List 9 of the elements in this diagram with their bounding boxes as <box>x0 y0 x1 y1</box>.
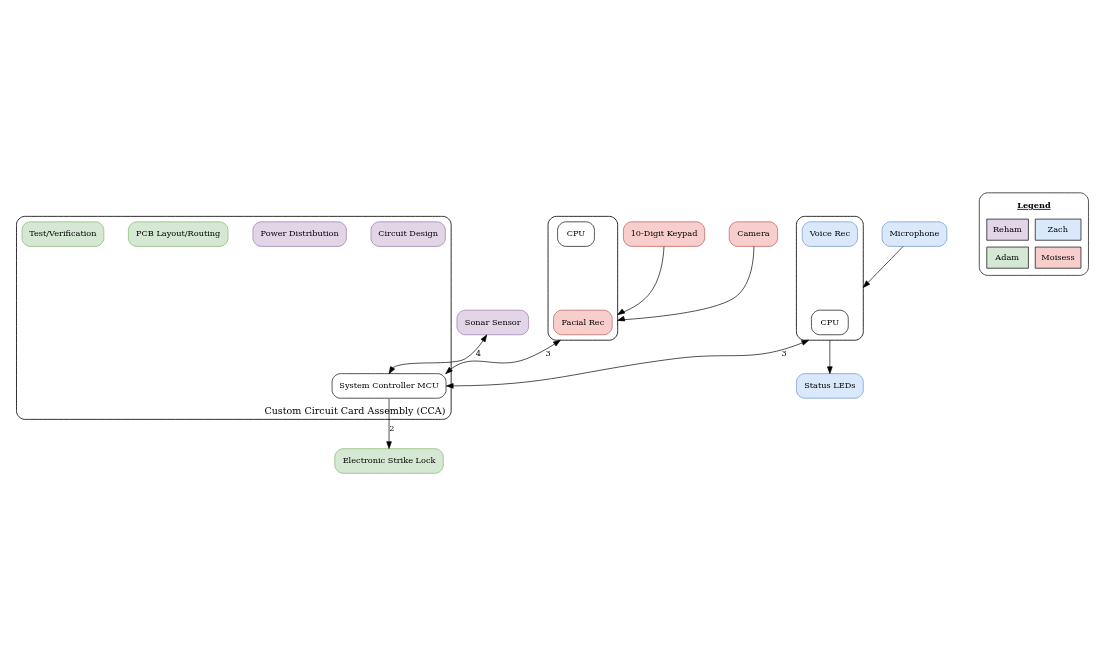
legend-label: Adam <box>995 251 1020 262</box>
edge-label: 3 <box>781 348 787 359</box>
legend-label: Moisess <box>1041 251 1075 262</box>
edge-label: 2 <box>389 423 395 434</box>
legend-label: Zach <box>1047 223 1068 234</box>
edge-label: 4 <box>475 348 482 359</box>
legend-label: Reham <box>992 223 1022 234</box>
label: Legend <box>1017 199 1051 210</box>
edge-label: 3 <box>545 348 551 359</box>
